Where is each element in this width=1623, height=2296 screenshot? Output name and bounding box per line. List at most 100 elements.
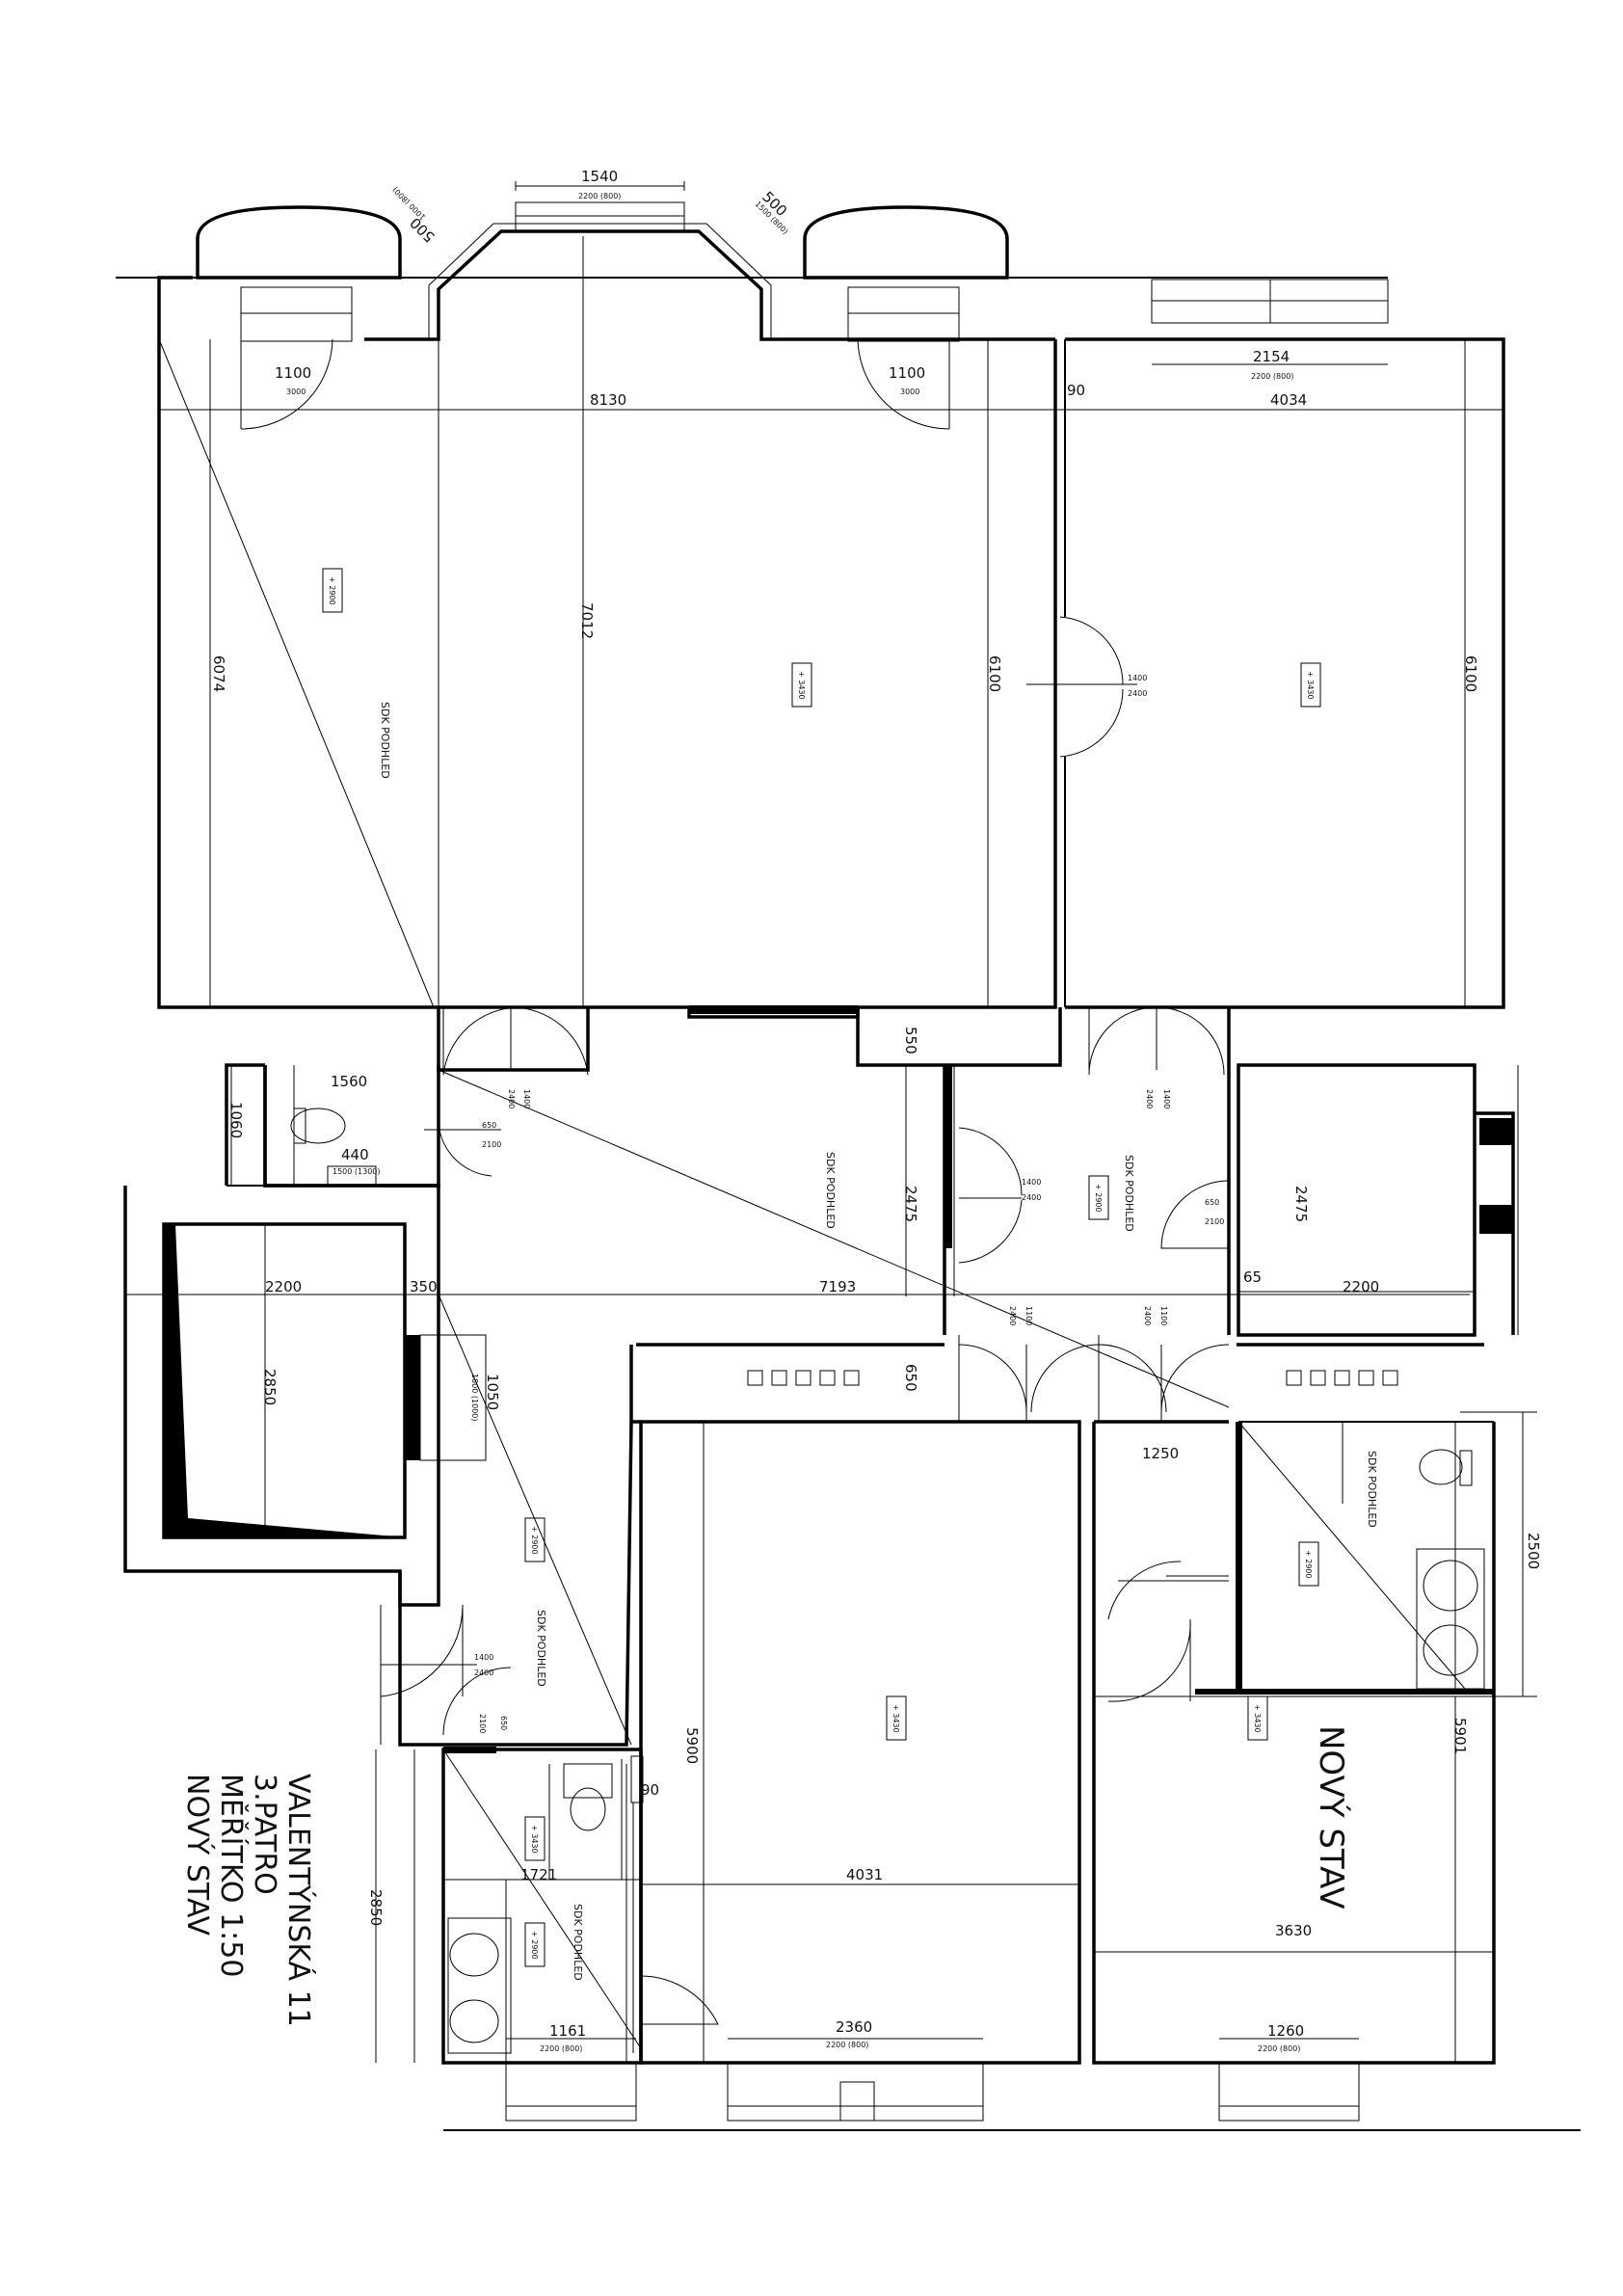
dim-1161-sub: 2200 (800) — [540, 2044, 582, 2053]
dim-4031: 4031 — [846, 1866, 883, 1883]
dim-1100-mid: 1100 — [889, 364, 925, 382]
dim-1050-sub: 1800 (1000) — [470, 1374, 479, 1422]
dim-8130: 8130 — [590, 391, 626, 409]
wall-vents-left — [747, 1370, 860, 1386]
height-mark-bath-left-b: + 2900 — [530, 1931, 539, 1960]
dim-440: 440 — [341, 1146, 369, 1163]
dim-1100-b: 1100 — [1159, 1306, 1168, 1325]
title-block: VALENTÝNSKÁ 11 3.PATRO MĚŘÍTKO 1:50 NOVÝ… — [180, 1774, 316, 2027]
ceiling-label-corridor: SDK PODHLED — [1123, 1155, 1135, 1232]
height-mark-living-left: + 2900 — [328, 576, 336, 605]
door-mid-top — [857, 338, 950, 430]
dim-3000-left: 3000 — [286, 387, 306, 396]
height-mark-room-bottom: + 3430 — [891, 1704, 900, 1733]
dim-2475-a: 2475 — [902, 1186, 919, 1222]
dim-1560: 1560 — [331, 1073, 367, 1090]
dim-5901: 5901 — [1451, 1718, 1469, 1754]
dim-2400-door: 2400 — [1128, 689, 1147, 698]
dim-2200-r: 2200 — [1343, 1278, 1379, 1295]
dim-2100-corr: 2100 — [1205, 1217, 1224, 1226]
dim-650-wc: 650 — [482, 1121, 496, 1130]
dim-650-corr: 650 — [1205, 1198, 1219, 1207]
dim-2360-sub: 2200 (800) — [826, 2041, 868, 2049]
bath-left — [441, 1747, 719, 2065]
title-floor: 3.PATRO — [248, 1774, 281, 1895]
dim-6100-b: 6100 — [1462, 655, 1479, 692]
ceiling-label-living: SDK PODHLED — [379, 702, 391, 779]
dim-90-top: 90 — [1067, 382, 1085, 399]
dim-1721: 1721 — [520, 1866, 557, 1883]
dim-350: 350 — [410, 1278, 438, 1295]
title-address: VALENTÝNSKÁ 11 — [281, 1774, 316, 2027]
dim-7012: 7012 — [578, 602, 596, 639]
state-label: NOVÝ STAV — [1312, 1725, 1351, 1909]
wall-vents-right — [1286, 1370, 1398, 1386]
dim-1060: 1060 — [227, 1102, 245, 1138]
dim-500-left-sub: 1000 (800) — [391, 185, 428, 222]
height-mark-lower-hall: + 2900 — [530, 1526, 539, 1555]
ceiling-label-bath-left: SDK PODHLED — [572, 1904, 584, 1981]
dim-65: 65 — [1243, 1268, 1262, 1286]
height-markers: + 2900 + 3430 + 3430 + 2900 + 2900 + 343… — [322, 568, 1321, 1967]
right-room-walls — [1054, 337, 1505, 1009]
balcony-left — [196, 205, 402, 342]
dim-2400-corr: 2400 — [1022, 1193, 1041, 1202]
dim-2400-r: 2400 — [1145, 1089, 1154, 1108]
dim-1540: 1540 — [581, 168, 618, 185]
dim-2400-hall-v: 2400 — [507, 1089, 516, 1108]
height-mark-living-mid: + 3430 — [797, 671, 806, 700]
dim-1100-a: 1100 — [1024, 1306, 1033, 1325]
height-mark-room-right: + 3430 — [1306, 671, 1315, 700]
dim-2100-l: 2100 — [478, 1714, 487, 1733]
height-mark-corridor: + 2900 — [1094, 1184, 1103, 1213]
stair-room — [123, 1184, 1470, 1607]
ceiling-label-lower-hall: SDK PODHLED — [535, 1610, 547, 1687]
dim-1400-r: 1400 — [1162, 1089, 1171, 1108]
dim-2100-wc: 2100 — [482, 1140, 501, 1149]
ceiling-labels: SDK PODHLED SDK PODHLED SDK PODHLED SDK … — [379, 702, 1378, 1981]
dim-6074: 6074 — [210, 655, 227, 692]
height-mark-room-bottom-right: + 3430 — [1253, 1704, 1262, 1733]
dim-3630: 3630 — [1275, 1922, 1312, 1939]
dim-1400-corr: 1400 — [1022, 1178, 1041, 1187]
dimension-lines — [230, 181, 1537, 2063]
dim-2154: 2154 — [1253, 348, 1290, 365]
corridor-lower — [380, 1294, 633, 1747]
dim-2850-l: 2850 — [261, 1369, 279, 1405]
dim-1100-left: 1100 — [275, 364, 311, 382]
dim-3000-mid: 3000 — [900, 387, 919, 396]
dim-2400-l: 2400 — [474, 1669, 493, 1677]
dim-2850-b: 2850 — [367, 1889, 385, 1926]
height-mark-bath-right: + 2900 — [1304, 1550, 1313, 1579]
facade-bottom — [443, 2062, 1581, 2131]
dim-90-b: 90 — [641, 1781, 659, 1799]
height-mark-bath-left-a: + 3430 — [530, 1825, 539, 1854]
dim-2400-b: 2400 — [1143, 1306, 1152, 1325]
dim-5900: 5900 — [683, 1727, 701, 1764]
dim-2154-sub: 2200 (800) — [1251, 372, 1293, 381]
door-band-lower — [629, 1335, 1484, 1424]
dim-2360: 2360 — [836, 2018, 872, 2036]
dim-650-mid: 650 — [902, 1364, 919, 1392]
door-left-top — [240, 338, 333, 430]
dim-1400-l: 1400 — [474, 1653, 493, 1662]
hall-lines — [438, 1006, 1230, 1408]
dim-6100-a: 6100 — [986, 655, 1003, 692]
dim-1260-sub: 2200 (800) — [1258, 2044, 1300, 2053]
dim-1400-door: 1400 — [1128, 674, 1147, 682]
dim-2500: 2500 — [1525, 1533, 1542, 1569]
dim-1250: 1250 — [1142, 1445, 1179, 1462]
facade-top — [116, 201, 1389, 341]
ceiling-label-bath-right: SDK PODHLED — [1366, 1451, 1378, 1528]
living-room-walls — [157, 236, 1503, 1009]
balcony-right — [803, 205, 1009, 342]
bath-right-fixtures — [1416, 1449, 1485, 1690]
dim-2200-l: 2200 — [265, 1278, 302, 1295]
dim-2400-a: 2400 — [1008, 1306, 1017, 1325]
title-scale: MĚŘÍTKO 1:50 — [214, 1774, 249, 1977]
double-door-upper — [1026, 616, 1137, 758]
dim-440-sub: 1500 (1300) — [333, 1167, 381, 1176]
dim-550: 550 — [902, 1027, 919, 1055]
dim-1161: 1161 — [549, 2022, 586, 2040]
